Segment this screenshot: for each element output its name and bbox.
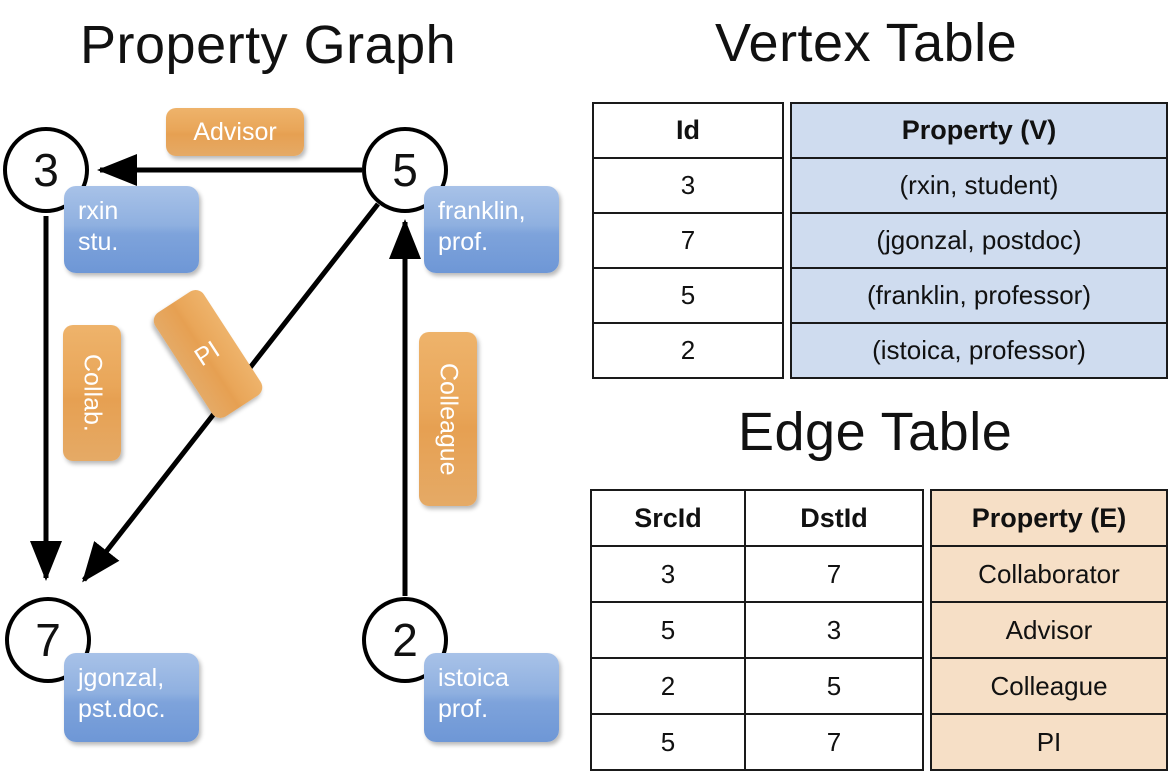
vertex-cell-property: (franklin, professor) [790,267,1168,324]
table-row: 7 (jgonzal, postdoc) [592,212,1168,269]
node-property-box-istoica: istoica prof. [424,653,559,742]
table-header-row: SrcId DstId Property (E) [590,489,1168,547]
edge-label-colleague: Colleague [419,332,477,506]
table-row: 2 5 Colleague [590,657,1168,715]
edge-cell-srcid: 5 [590,713,746,771]
node-property-line-1: franklin, [438,197,526,225]
node-property-line-2: prof. [438,694,489,723]
column-gap [783,323,791,378]
edge-header-dstid: DstId [744,489,924,547]
column-gap [923,714,931,770]
vertex-table: Id Property (V) 3 (rxin, student) 7 (jgo… [592,102,1168,379]
node-property-line-1: jgonzal, [78,664,165,692]
node-property-line-2: stu. [78,227,119,256]
edge-header-property: Property (E) [930,489,1168,547]
graph-node-2[interactable]: 2 [362,597,448,683]
vertex-header-property: Property (V) [790,102,1168,159]
vertex-cell-id: 7 [592,212,784,269]
column-gap [783,268,791,323]
edge-cell-property: PI [930,713,1168,771]
node-property-box-rxin: rxin stu. [64,186,199,273]
node-property-line-2: pst.doc. [78,694,166,723]
column-gap [923,490,931,546]
edge-cell-dstid: 7 [744,713,924,771]
edge-cell-property: Collaborator [930,545,1168,603]
page-title-edge-table: Edge Table [738,402,1013,462]
vertex-cell-id: 5 [592,267,784,324]
column-gap [923,602,931,658]
table-row: 2 (istoica, professor) [592,322,1168,379]
edge-label-collab: Collab. [63,325,121,461]
vertex-header-id: Id [592,102,784,159]
column-gap [923,546,931,602]
table-row: 5 7 PI [590,713,1168,771]
page-title-property-graph: Property Graph [80,15,457,75]
edge-label-pi-text: PI [190,335,226,372]
table-row: 3 7 Collaborator [590,545,1168,603]
vertex-cell-id: 3 [592,157,784,214]
vertex-cell-property: (istoica, professor) [790,322,1168,379]
edge-cell-srcid: 3 [590,545,746,603]
edge-label-advisor: Advisor [166,108,304,156]
edge-cell-dstid: 5 [744,657,924,715]
edge-cell-property: Advisor [930,601,1168,659]
edge-cell-dstid: 3 [744,601,924,659]
vertex-cell-property: (jgonzal, postdoc) [790,212,1168,269]
vertex-cell-id: 2 [592,322,784,379]
node-property-line-1: istoica [438,664,509,692]
table-row: 5 3 Advisor [590,601,1168,659]
edge-cell-property: Colleague [930,657,1168,715]
table-row: 3 (rxin, student) [592,157,1168,214]
edge-cell-srcid: 5 [590,601,746,659]
column-gap [923,658,931,714]
column-gap [783,213,791,268]
edge-cell-srcid: 2 [590,657,746,715]
graph-node-5[interactable]: 5 [362,127,448,213]
edge-header-srcid: SrcId [590,489,746,547]
table-header-row: Id Property (V) [592,102,1168,159]
vertex-cell-property: (rxin, student) [790,157,1168,214]
property-graph-diagram: 3 5 7 2 rxin stu. franklin, prof. jgonza… [0,0,585,760]
node-property-box-franklin: franklin, prof. [424,186,559,273]
node-property-line-2: prof. [438,227,489,256]
node-property-line-1: rxin [78,197,119,225]
table-row: 5 (franklin, professor) [592,267,1168,324]
column-gap [783,158,791,213]
edge-table: SrcId DstId Property (E) 3 7 Collaborato… [590,489,1168,771]
page-title-vertex-table: Vertex Table [715,13,1018,73]
node-property-box-jgonzal: jgonzal, pst.doc. [64,653,199,742]
edge-cell-dstid: 7 [744,545,924,603]
column-gap [783,103,791,158]
